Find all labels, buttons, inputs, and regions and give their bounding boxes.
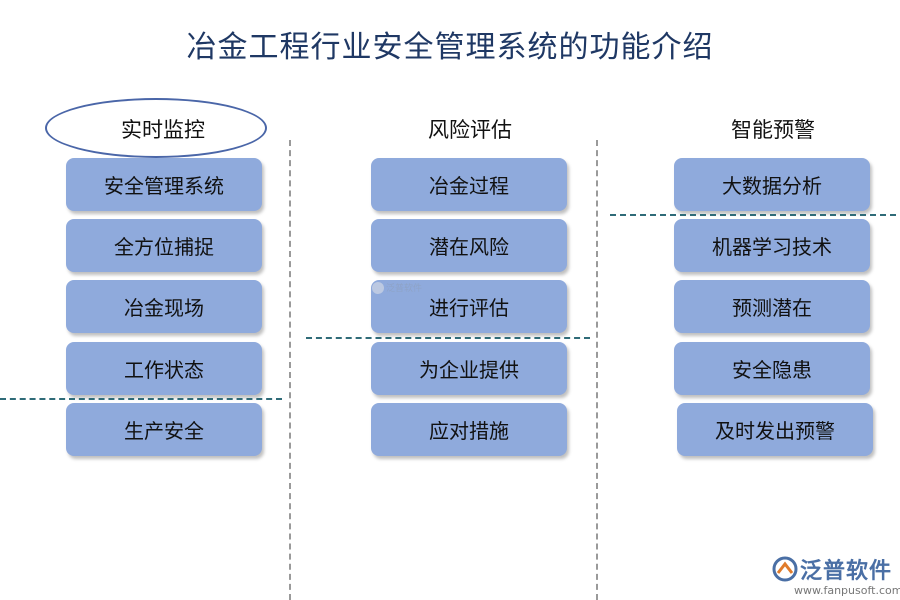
divider-line-warning (610, 214, 896, 216)
page-title: 冶金工程行业安全管理系统的功能介绍 (186, 30, 714, 65)
warning-item-4: 安全隐患 (674, 342, 870, 395)
watermark-logo-icon (372, 281, 384, 294)
risk-item-4: 为企业提供 (371, 342, 567, 395)
column-divider-2 (596, 140, 598, 600)
column-heading-risk-assessment: 风险评估 (428, 118, 512, 142)
monitoring-item-3: 冶金现场 (66, 280, 262, 333)
risk-item-5: 应对措施 (371, 403, 567, 456)
monitoring-item-5: 生产安全 (66, 403, 262, 456)
warning-item-1: 大数据分析 (674, 158, 870, 211)
watermark-center: 泛普软件 (372, 281, 422, 294)
watermark-center-text: 泛普软件 (386, 284, 423, 294)
brand-logo-name: 泛普软件 (800, 559, 893, 584)
monitoring-item-2: 全方位捕捉 (66, 219, 262, 272)
risk-item-1: 冶金过程 (371, 158, 567, 211)
brand-logo-url: www.fanpusoft.com (794, 584, 900, 597)
warning-item-3: 预测潜在 (674, 280, 870, 333)
heading-highlight-ellipse (45, 98, 267, 158)
column-heading-smart-warning: 智能预警 (731, 118, 815, 142)
warning-item-2: 机器学习技术 (674, 219, 870, 272)
warning-item-5: 及时发出预警 (677, 403, 873, 456)
risk-item-3: 进行评估 (371, 280, 567, 333)
divider-line-risk (306, 337, 590, 339)
column-divider-1 (289, 140, 291, 600)
brand-logo-icon (772, 556, 798, 582)
risk-item-2: 潜在风险 (371, 219, 567, 272)
monitoring-item-1: 安全管理系统 (66, 158, 262, 211)
brand-logo: 泛普软件 (772, 553, 892, 585)
column-heading-realtime-monitoring: 实时监控 (121, 118, 205, 142)
monitoring-item-4: 工作状态 (66, 342, 262, 395)
divider-line-monitoring (0, 398, 282, 400)
